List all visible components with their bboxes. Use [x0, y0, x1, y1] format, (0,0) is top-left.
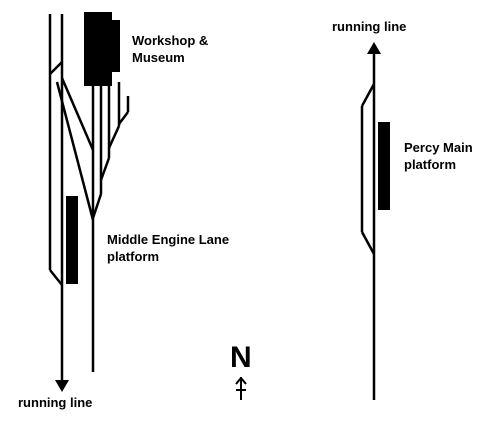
north-arrow-icon — [235, 377, 247, 400]
percy-main-platform — [378, 122, 390, 210]
up-arrow-icon — [367, 42, 381, 54]
percy-main-label-line2: platform — [404, 157, 456, 172]
down-arrow-icon — [55, 380, 69, 392]
running-line-top-label: running line — [332, 19, 407, 34]
workshop-building-extension — [112, 20, 120, 72]
middle-engine-lane-label-line1: Middle Engine Lane — [107, 232, 230, 247]
crossover-top-left — [49, 61, 63, 75]
siding-branch-b — [99, 157, 111, 181]
loop-top-diagonal — [360, 83, 376, 107]
running-line-bottom-label: running line — [18, 395, 93, 410]
crossover-bottom-left — [49, 269, 63, 286]
middle-engine-lane-label-line2: platform — [107, 249, 159, 264]
diagonal-track-to-right — [55, 81, 95, 221]
north-label: N — [230, 341, 252, 374]
workshop-label-line1: Workshop & — [132, 33, 209, 48]
workshop-label-line2: Museum — [132, 50, 185, 65]
siding-branch-a — [91, 193, 103, 219]
siding-short-d-join — [118, 111, 129, 125]
branch-diagonal-outer — [60, 77, 95, 151]
workshop-building — [84, 12, 112, 86]
percy-main-label-line1: Percy Main — [404, 140, 473, 155]
siding-branch-c-join — [107, 125, 121, 149]
loop-bottom-diagonal — [360, 231, 376, 255]
middle-engine-lane-platform — [66, 196, 78, 284]
